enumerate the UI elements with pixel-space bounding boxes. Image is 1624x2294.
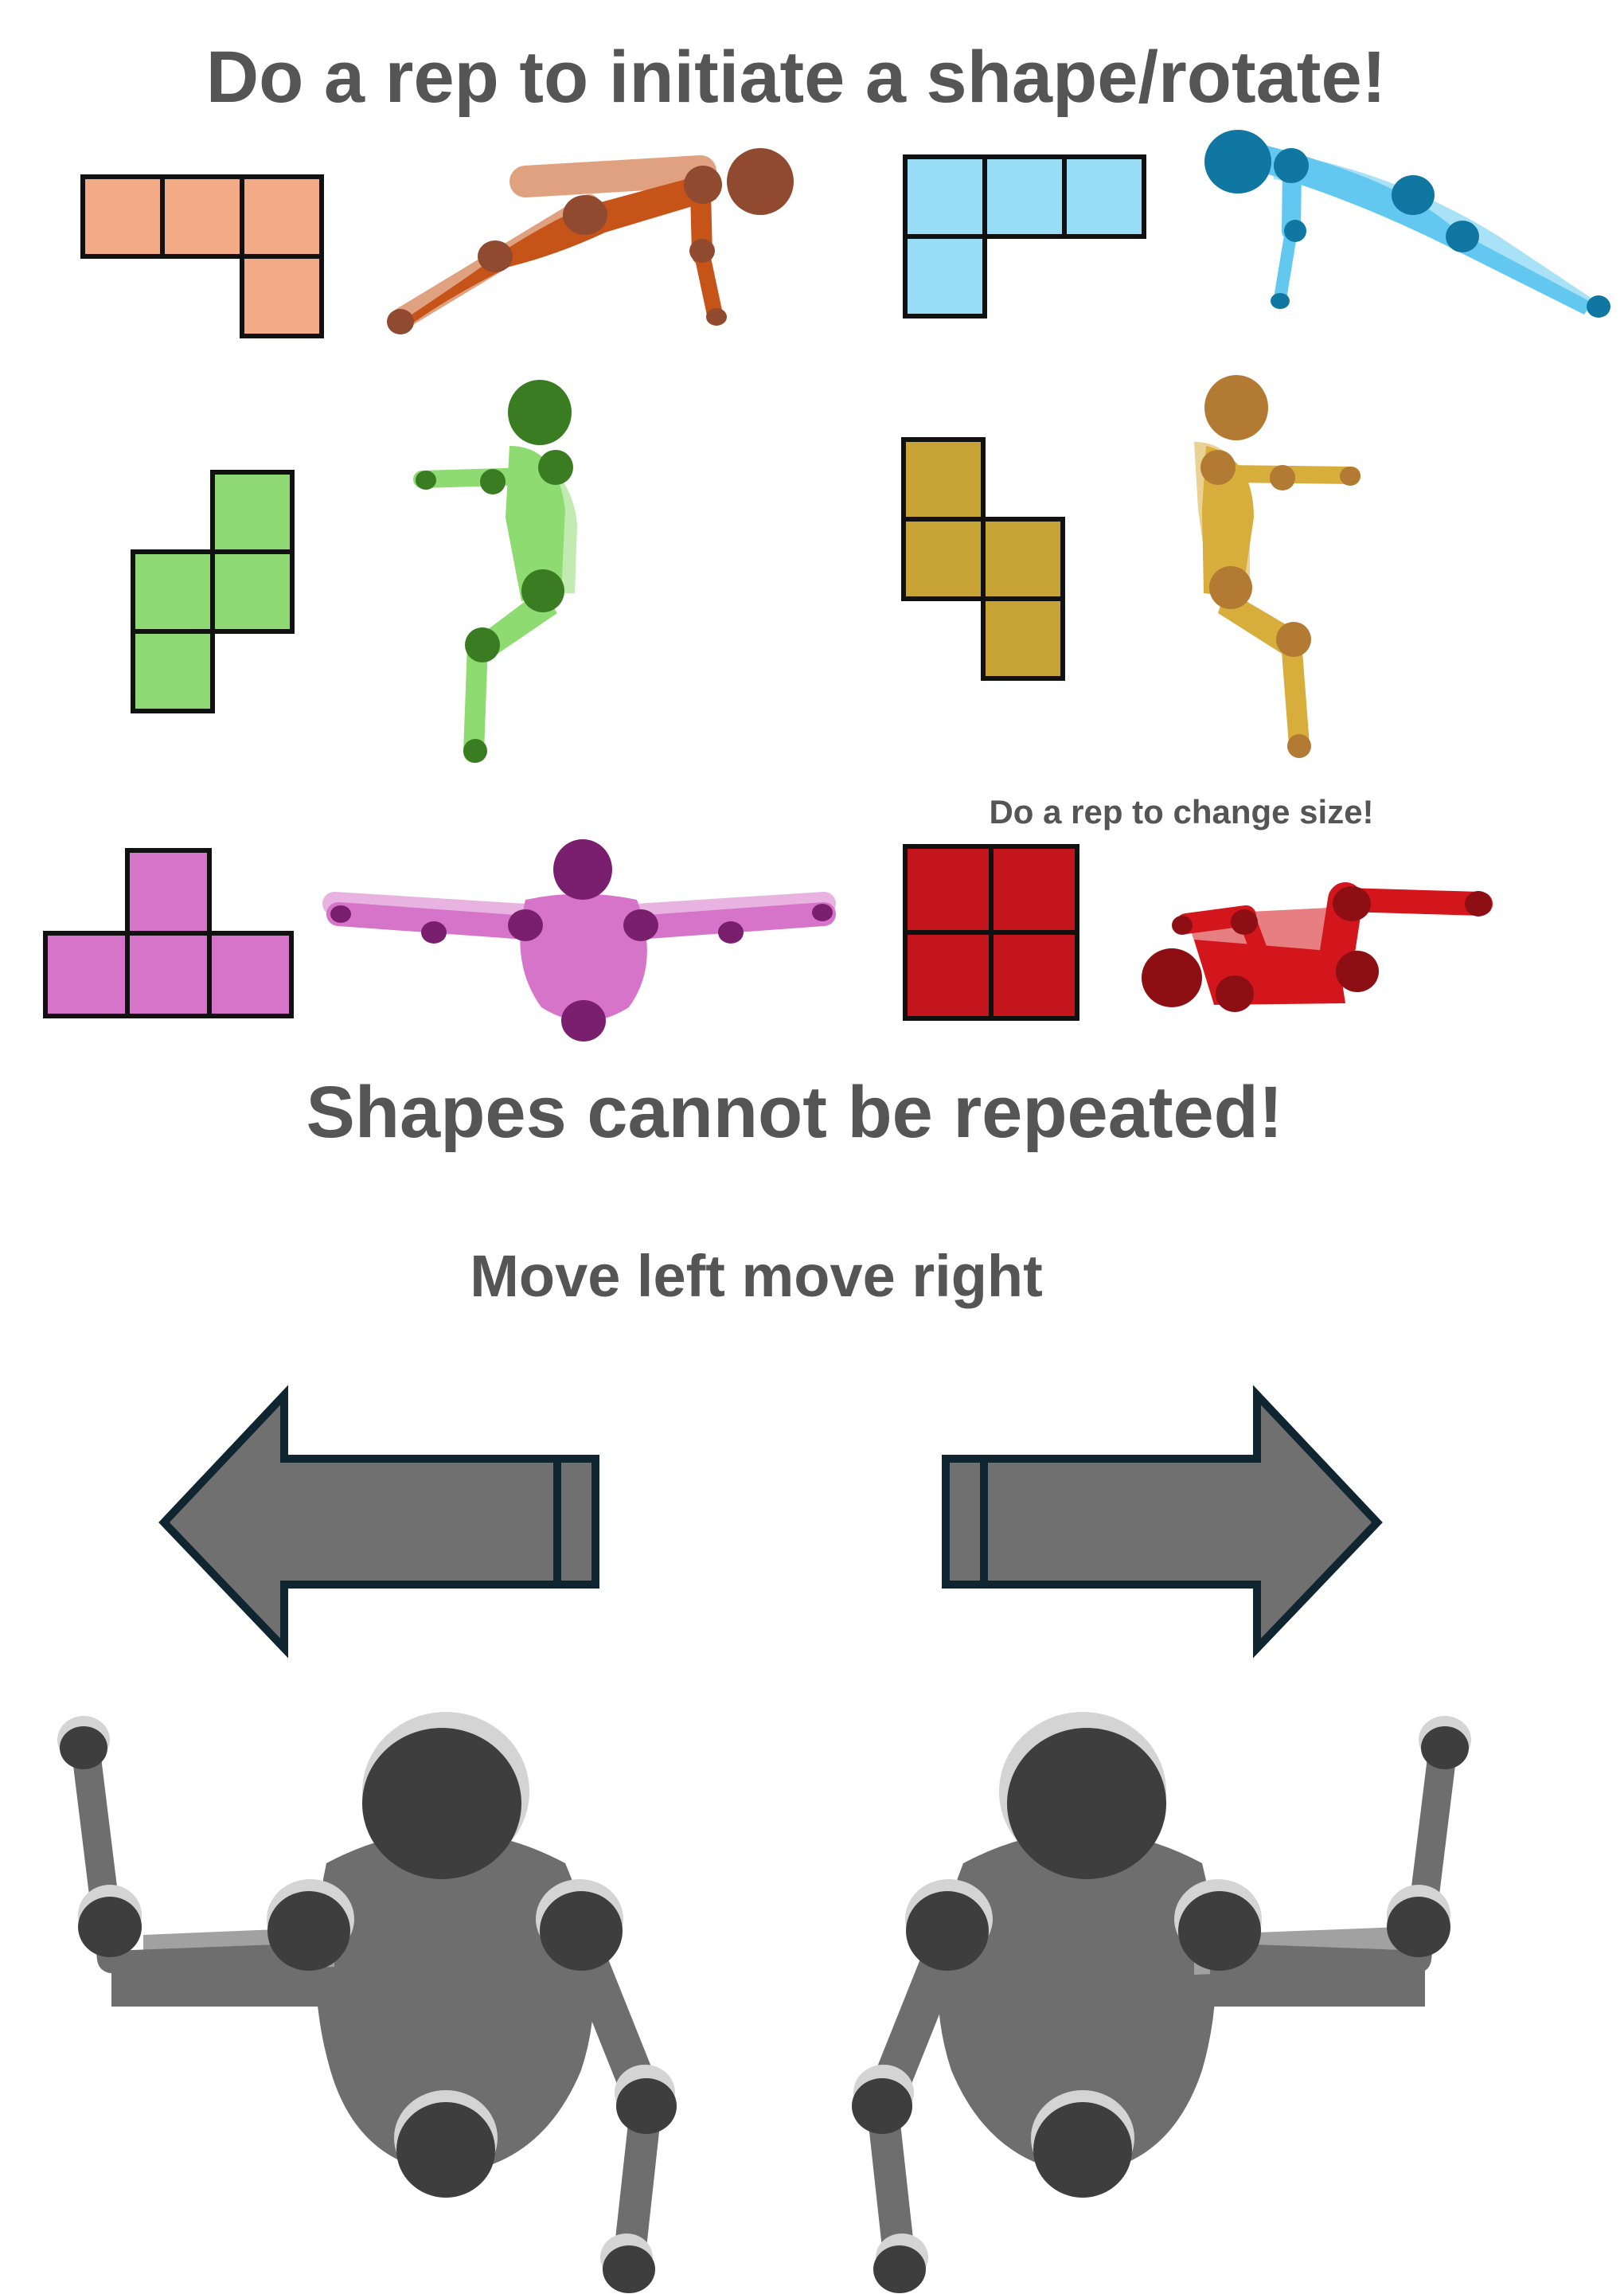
- size-hint-text: Do a rep to change size!: [989, 793, 1373, 830]
- right-arrow: [942, 1385, 1383, 1659]
- z-shape-block: [901, 437, 1065, 681]
- left-arrow: [158, 1385, 599, 1659]
- t-shape-block: [43, 848, 294, 1018]
- j-shape-block: [903, 154, 1146, 319]
- situp-figure: [1142, 882, 1493, 1012]
- pushup-figure: [387, 148, 794, 334]
- squat-figure-green: [413, 380, 577, 763]
- move-text: Move left move right: [470, 1243, 1043, 1309]
- gray-figure-right: [852, 1712, 1471, 2293]
- gray-figure-left: [57, 1712, 677, 2293]
- s-shape-block: [131, 470, 295, 713]
- arms-out-figure: [322, 839, 836, 1041]
- squat-figure-gold: [1194, 375, 1360, 758]
- l-shape-block: [80, 174, 324, 338]
- no-repeat-text: Shapes cannot be repeated!: [306, 1072, 1283, 1153]
- title-text: Do a rep to initiate a shape/rotate!: [206, 37, 1387, 118]
- pike-figure: [1204, 130, 1610, 318]
- o-shape-block: [903, 844, 1079, 1021]
